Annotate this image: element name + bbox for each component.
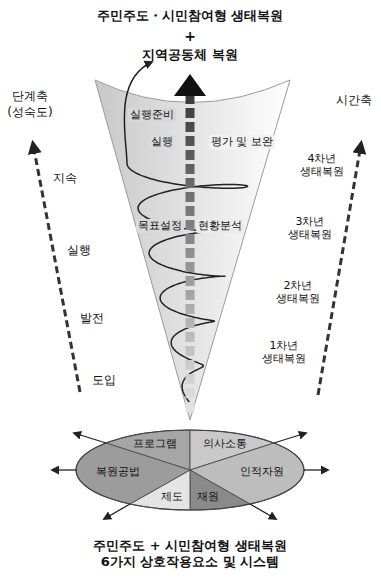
time-axis (318, 144, 361, 395)
axis-title: 단계축 (12, 89, 48, 103)
sector (190, 443, 304, 504)
sector-label: 제도 (161, 490, 183, 503)
oval-outline (76, 430, 304, 510)
axis-title: 시간축 (336, 93, 372, 107)
outward-arrow (52, 469, 76, 470)
element-sector: 재원 (197, 490, 219, 503)
central-arrow (186, 96, 195, 412)
element-sector: 프로그램 (133, 437, 177, 450)
cycle-step: 실행 (149, 135, 175, 148)
goal-heading: 지역공동체 복원 (142, 47, 238, 63)
axis-subtitle: (성숙도) (7, 105, 52, 119)
cycle-step: 목표설정 (136, 219, 184, 232)
outward-arrow (250, 504, 276, 519)
year-label: 2차년 생태복원 (273, 279, 323, 305)
sector-label: 프로그램 (133, 437, 177, 450)
plus-sign: + (184, 28, 196, 45)
year-label: 3차년 생태복원 (285, 215, 335, 241)
stage-label: 지속 (53, 171, 77, 185)
element-sector: 인적자원 (240, 465, 284, 478)
sector-label: 의사소통 (203, 437, 247, 450)
outward-arrow (74, 433, 106, 443)
sector-label: 인적자원 (240, 465, 284, 478)
stage-axis (33, 144, 80, 392)
element-sector: 제도 (161, 490, 183, 503)
sector-label: 복원공법 (96, 465, 140, 478)
outward-arrow (304, 469, 328, 470)
stage-label: 발전 (80, 311, 104, 325)
cycle-step: 실행준비 (128, 108, 176, 121)
element-sector: 복원공법 (96, 465, 140, 478)
caption: 주민주도 + 시민참여형 생태복원 6가지 상호작용요소 및 시스템 (83, 538, 298, 569)
cycle-step: 평가 및 보완 (209, 135, 275, 148)
sector-label: 재원 (197, 490, 219, 503)
outward-arrow (274, 433, 306, 443)
year-label: 4차년 생태복원 (297, 152, 347, 178)
outward-arrow (104, 504, 130, 519)
stage-label: 실행 (67, 243, 91, 257)
title: 주민주도・시민참여형 생태복원 (97, 8, 284, 24)
central-arrowhead (174, 74, 206, 96)
element-sector: 의사소통 (203, 437, 247, 450)
cycle-step: 현황분석 (196, 219, 244, 232)
sector (76, 443, 190, 504)
stage-label: 도입 (92, 373, 116, 387)
year-label: 1차년 생태복원 (259, 339, 309, 365)
